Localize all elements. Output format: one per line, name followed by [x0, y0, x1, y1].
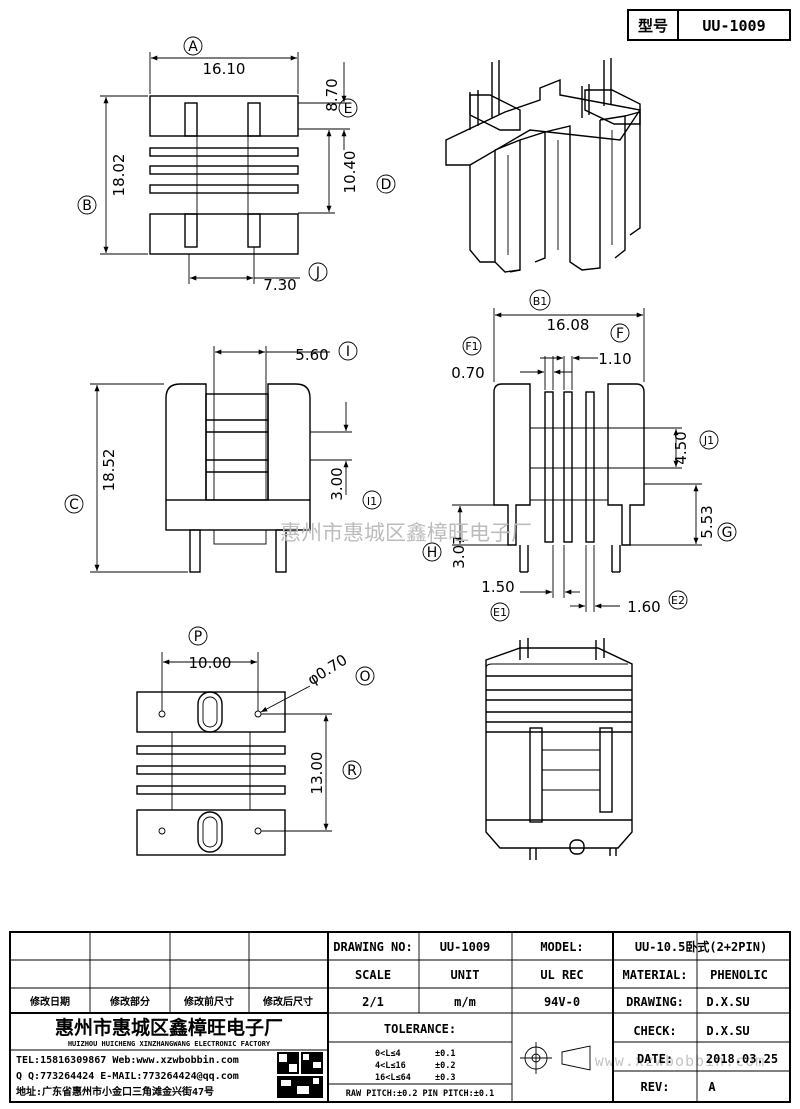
material-value: PHENOLIC [710, 968, 768, 982]
date-value: 2018.03.25 [706, 1052, 778, 1066]
dim-I: 5.60 [295, 346, 328, 364]
label-A: A [188, 39, 198, 55]
dim-E1: 1.50 [481, 578, 514, 596]
projection-symbol-icon [520, 1042, 591, 1074]
drawing-no-value: UU-1009 [440, 940, 491, 954]
label-O: O [359, 669, 370, 685]
label-R: R [347, 763, 357, 779]
tol-range-2: 4<L≤16 [375, 1061, 406, 1071]
drawing-no-label: DRAWING NO: [333, 940, 412, 954]
type-header: 型号 UU-1009 [627, 9, 791, 41]
label-D: D [381, 177, 392, 193]
label-B1: B1 [533, 295, 548, 308]
label-G: G [722, 525, 733, 541]
label-E1: E1 [493, 606, 507, 619]
rev-header-before: 修改前尺寸 [183, 995, 234, 1008]
rev-header-part: 修改部分 [109, 995, 150, 1008]
company-en: HUIZHOU HUICHENG XINZHANGWANG ELECTRONIC… [68, 1040, 271, 1048]
watermark-web: www.xzwbobbin.com [595, 1052, 766, 1070]
company-address: 地址:广东省惠州市小金口三角滩金兴街47号 [16, 1085, 214, 1098]
dim-D: 10.40 [341, 151, 359, 194]
dim-F1: 0.70 [451, 364, 484, 382]
dim-E: 8.70 [323, 78, 341, 111]
label-J: J [315, 265, 320, 281]
dim-B1: 16.08 [547, 316, 590, 334]
type-value: UU-1009 [702, 17, 765, 35]
label-I: I [346, 344, 350, 360]
dim-G: 5.53 [698, 505, 716, 538]
tol-range-3: 16<L≤64 [375, 1073, 411, 1083]
ul-label: UL REC [540, 968, 583, 982]
scale-value: 2/1 [362, 995, 384, 1009]
date-label: DATE: [637, 1052, 673, 1066]
check-by: D.X.SU [706, 1024, 749, 1038]
unit-label: UNIT [451, 968, 480, 982]
dim-F: 1.10 [598, 350, 631, 368]
title-block: 修改日期 修改部分 修改前尺寸 修改后尺寸 惠州市惠城区鑫樟旺电子厂 HUIZH… [9, 931, 791, 1103]
iso-view-bottom [485, 638, 633, 860]
unit-value: m/m [454, 995, 476, 1009]
label-C: C [69, 497, 79, 513]
dim-P: 10.00 [189, 654, 232, 672]
label-P: P [194, 629, 202, 645]
tolerance-label: TOLERANCE: [384, 1022, 456, 1036]
type-label: 型号 [638, 17, 668, 35]
dim-A: 16.10 [203, 60, 246, 78]
tol-value-2: ±0.2 [435, 1061, 455, 1071]
dim-E2: 1.60 [627, 598, 660, 616]
dim-O: φ0.70 [304, 651, 350, 689]
dim-H: 3.07 [450, 535, 468, 568]
label-E2: E2 [671, 594, 685, 607]
pitch-line: RAW PITCH:±0.2 PIN PITCH:±0.1 [346, 1089, 494, 1099]
label-F1: F1 [465, 340, 478, 353]
ul-value: 94V-0 [544, 995, 580, 1009]
iso-view-top [445, 58, 642, 273]
label-I1: I1 [367, 495, 377, 508]
dim-J1: 4.50 [672, 431, 690, 464]
label-F: F [616, 326, 624, 342]
rev-header-after: 修改后尺寸 [262, 995, 313, 1008]
dim-C: 18.52 [100, 449, 118, 492]
dim-I1: 3.00 [328, 467, 346, 500]
rev-header-date: 修改日期 [29, 995, 70, 1008]
tol-range-1: 0<L≤4 [375, 1049, 401, 1059]
label-B: B [82, 198, 92, 214]
company-cn: 惠州市惠城区鑫樟旺电子厂 [55, 1016, 283, 1039]
watermark-cn: 惠州市惠城区鑫樟旺电子厂 [280, 521, 532, 545]
bottom-view: 10.00 P φ0.70 O 13.00 R [136, 626, 375, 856]
tol-value-1: ±0.1 [435, 1049, 455, 1059]
rev-value: A [708, 1080, 716, 1094]
rev-label: REV: [641, 1080, 670, 1094]
model-value: UU-10.5卧式(2+2PIN) [635, 939, 767, 954]
material-label: MATERIAL: [622, 968, 687, 982]
scale-label: SCALE [355, 968, 391, 982]
company-qq: Q Q:773264424 E-MAIL:773264424@qq.com [16, 1071, 239, 1082]
front-view: 16.10 A 18.02 B 8.70 E 10.40 D 7.30 J [77, 36, 396, 294]
side-view: 5.60 I 18.52 C 3.00 I1 [64, 341, 382, 573]
dim-B: 18.02 [110, 154, 128, 197]
section-view: 16.08 B1 0.70 1.10 F1 F 4.50 J1 5.53 G [422, 289, 737, 622]
model-label: MODEL: [540, 940, 583, 954]
drawing-label: DRAWING: [626, 995, 684, 1009]
qr-code-icon [277, 1052, 323, 1098]
dim-R: 13.00 [308, 752, 326, 795]
tol-value-3: ±0.3 [435, 1073, 455, 1083]
label-H: H [427, 545, 438, 561]
company-tel: TEL:15816309867 Web:www.xzwbobbin.com [16, 1054, 239, 1066]
check-label: CHECK: [633, 1024, 676, 1038]
dim-J: 7.30 [263, 276, 296, 294]
label-J1: J1 [703, 434, 714, 447]
label-E: E [344, 101, 353, 117]
drawing-by: D.X.SU [706, 995, 749, 1009]
